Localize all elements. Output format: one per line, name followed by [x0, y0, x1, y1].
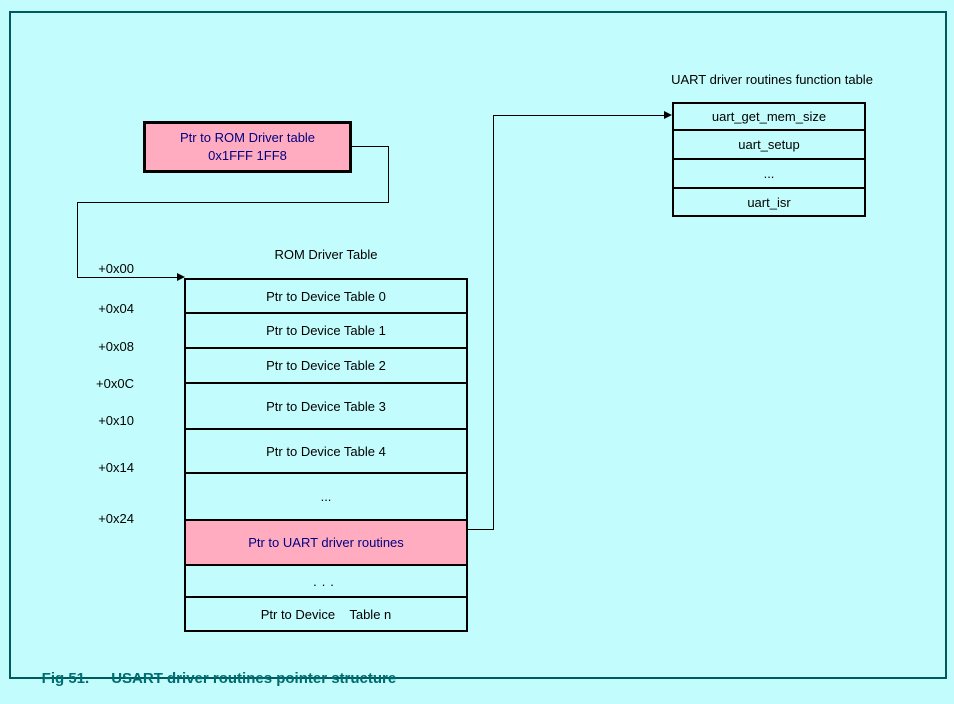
- connector-a-segment-4: [77, 202, 78, 278]
- offset-label-0x10: +0x10: [98, 413, 134, 428]
- ptr-box-address: 0x1FFF 1FF8: [208, 148, 287, 163]
- rom-table-row-1: Ptr to Device Table 1: [186, 314, 466, 349]
- uart-function-table: uart_get_mem_size uart_setup ... uart_is…: [672, 102, 866, 217]
- function-row-label: uart_isr: [747, 194, 791, 210]
- rom-row-label: ...: [320, 489, 332, 504]
- ptr-to-rom-driver-table-box: Ptr to ROM Driver table 0x1FFF 1FF8: [143, 121, 352, 173]
- rom-row-label: Ptr to Device Table 0: [266, 288, 386, 304]
- offset-label-0x04: +0x04: [98, 301, 134, 316]
- rom-row-label: Ptr to Device Table 2: [266, 358, 386, 373]
- rom-table-row-uart-pointer: Ptr to UART driver routines: [186, 521, 466, 566]
- rom-table-row-ellipsis-1: ...: [186, 474, 466, 521]
- function-table-title: UART driver routines function table: [671, 72, 873, 87]
- function-table-row-3: uart_isr: [674, 189, 864, 215]
- function-row-label: uart_setup: [738, 137, 800, 152]
- arrowhead-icon: [664, 111, 672, 119]
- connector-b-segment-2: [493, 115, 494, 530]
- offset-label-0x24: +0x24: [98, 511, 134, 526]
- rom-table-row-ellipsis-2: ...: [186, 566, 466, 598]
- function-row-label: uart_get_mem_size: [711, 109, 827, 124]
- offset-label-0x08: +0x08: [98, 339, 134, 354]
- figure-canvas: Ptr to ROM Driver table 0x1FFF 1FF8 ROM …: [9, 11, 947, 687]
- offset-label-0x0C: +0x0C: [96, 376, 134, 391]
- rom-table-row-0: Ptr to Device Table 0: [186, 280, 466, 314]
- rom-row-label: Ptr to UART driver routines: [248, 535, 404, 550]
- rom-row-label: ...: [313, 573, 339, 589]
- rom-row-label: Ptr to Device Table 3: [266, 398, 386, 414]
- offset-label-0x00: +0x00: [98, 261, 134, 276]
- rom-row-label: Ptr to Device Table n: [260, 606, 392, 622]
- arrowhead-icon: [177, 273, 185, 281]
- function-row-label: ...: [763, 166, 775, 181]
- connector-a-segment-5: [77, 277, 178, 278]
- rom-table-row-2: Ptr to Device Table 2: [186, 349, 466, 384]
- ptr-box-label: Ptr to ROM Driver table: [179, 130, 316, 145]
- connector-a-segment-2: [388, 146, 389, 203]
- function-table-row-ellipsis: ...: [674, 160, 864, 189]
- figure-caption: Fig 51. USART driver routines pointer str…: [25, 653, 397, 704]
- connector-a-segment-1: [352, 146, 389, 147]
- rom-table-row-n: Ptr to Device Table n: [186, 598, 466, 630]
- figure-title: USART driver routines pointer structure: [111, 670, 397, 687]
- figure-frame: [9, 11, 947, 679]
- rom-table-row-4: Ptr to Device Table 4: [186, 430, 466, 474]
- rom-table-row-3: Ptr to Device Table 3: [186, 384, 466, 430]
- connector-a-segment-3: [77, 202, 389, 203]
- rom-table-title: ROM Driver Table: [274, 247, 378, 262]
- figure-number: Fig 51.: [41, 670, 90, 687]
- rom-row-label: Ptr to Device Table 1: [266, 323, 386, 338]
- offset-label-0x14: +0x14: [98, 460, 134, 475]
- connector-b-segment-1: [468, 529, 494, 530]
- function-table-row-1: uart_setup: [674, 131, 864, 160]
- connector-b-segment-3: [493, 115, 665, 116]
- rom-row-label: Ptr to Device Table 4: [266, 443, 386, 459]
- rom-driver-table: Ptr to Device Table 0 Ptr to Device Tabl…: [184, 278, 468, 632]
- function-table-row-0: uart_get_mem_size: [674, 104, 864, 131]
